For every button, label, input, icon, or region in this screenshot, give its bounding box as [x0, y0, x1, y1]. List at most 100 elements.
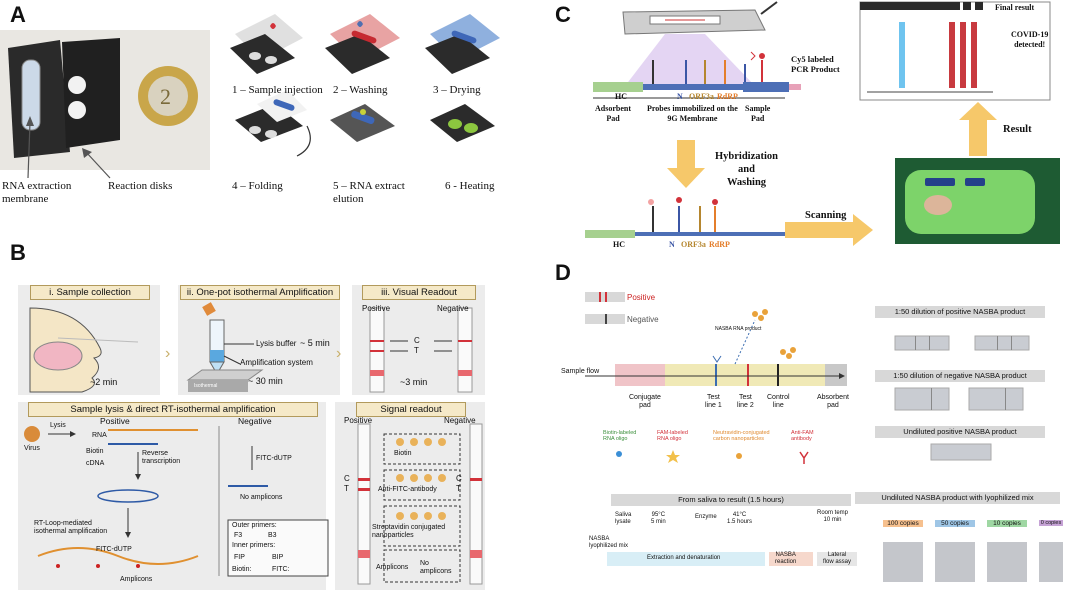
- dilution-negative-header: 1:50 dilution of negative NASBA product: [875, 370, 1045, 382]
- lateral-flow-label: Lateral flow assay: [823, 552, 852, 565]
- time-30min: ~ 30 min: [248, 376, 283, 386]
- readout-t-label: T: [414, 346, 419, 355]
- negative-strip-label: Negative: [627, 315, 659, 324]
- panel-c-diagram: [585, 1, 1060, 246]
- positive-strip-label: Positive: [627, 293, 656, 302]
- sample-flow-label: Sample flow: [561, 368, 600, 375]
- fip-label: FIP: [234, 554, 245, 561]
- hc2-label: HC: [613, 240, 625, 249]
- legend-biotin-label: Biotin-labeled RNA oligo: [603, 430, 637, 442]
- readout-positive-label: Positive: [362, 304, 391, 313]
- temp-41-label: 41°C 1.5 hours: [727, 512, 753, 525]
- signal-biotin-label: Biotin: [394, 450, 412, 457]
- copies-100-label: 100 copies: [883, 520, 923, 527]
- f3-label: F3: [234, 532, 243, 539]
- panel-c: Final result COVID-19 detected! Cy5 labe…: [555, 0, 1065, 250]
- copies-0-label: 0 copies: [1039, 520, 1063, 526]
- rt-loop-label: RT-Loop-mediated isothermal amplificatio…: [34, 520, 108, 535]
- device-photo: 2: [0, 30, 210, 170]
- panel-a: 2 RNA extraction membrane Reaction disks: [0, 0, 540, 230]
- visual-readout-header: iii. Visual Readout: [362, 285, 476, 300]
- label-arrows: [26, 116, 111, 179]
- fitc-dutp2-label: FITC-dUTP: [96, 546, 132, 553]
- bip-label: BIP: [272, 554, 284, 561]
- lysis-header: Sample lysis & direct RT-isothermal ampl…: [28, 402, 318, 417]
- time-2min: ~2 min: [90, 377, 118, 387]
- n2-label: N: [669, 240, 675, 249]
- fitc-key-label: FITC:: [272, 566, 290, 573]
- temp-95-label: 95°C 5 min: [651, 512, 666, 525]
- room-temp-label: Room temp 10 min: [817, 510, 849, 523]
- covid-detected-label: COVID-19 detected!: [1011, 30, 1049, 49]
- signal-no-amplicons-label: No amplicons: [420, 560, 452, 575]
- orf3a-label: ORF3a: [689, 92, 714, 101]
- absorbent-pad-label: Absorbent pad: [817, 394, 849, 409]
- signal-t-left: T: [344, 484, 349, 493]
- signal-header: Signal readout: [356, 402, 466, 417]
- readout-c-label: C: [414, 336, 420, 345]
- signal-positive-label: Positive: [344, 416, 373, 425]
- saliva-lysate-label: Saliva lysate: [615, 512, 632, 525]
- undiluted-mix-header: Undiluted NASBA product with lyophilized…: [855, 492, 1060, 504]
- panel-label-a: A: [10, 2, 26, 27]
- virus-label: Virus: [24, 445, 40, 452]
- time-5min: ~ 5 min: [300, 338, 330, 348]
- rdrp2-label: RdRP: [709, 240, 730, 249]
- step-3-label: 3 – Drying: [433, 84, 481, 96]
- sample-collection-header: i. Sample collection: [30, 285, 150, 300]
- streptavidin-label: Streptavidin conjugated nanoparticles: [372, 524, 446, 539]
- copies-50-label: 50 copies: [935, 520, 975, 527]
- lyophilized-label: NASBA lyophilized mix: [589, 536, 629, 549]
- step-4-label: 4 – Folding: [232, 180, 283, 192]
- disks-label: Reaction disks: [108, 180, 173, 192]
- step-6-label: 6 - Heating: [445, 180, 495, 192]
- no-amplicons-label: No amplicons: [240, 494, 283, 501]
- membrane-label: RNA extraction membrane: [2, 180, 72, 205]
- nasba-product-label: NASBA RNA product: [715, 326, 762, 332]
- scanning-label: Scanning: [805, 210, 847, 221]
- legend-neutravidin-label: Neutravidin-conjugated carbon nanopartic…: [713, 430, 770, 442]
- n-label: N: [677, 92, 683, 101]
- rna-label: RNA: [92, 432, 107, 439]
- panel-label-c: C: [555, 2, 571, 27]
- hc-label: HC: [615, 92, 627, 101]
- bottom-row-illustrations: [24, 423, 483, 585]
- lysis-buffer-label: Lysis buffer: [256, 339, 297, 348]
- svg-text:2: 2: [160, 84, 171, 109]
- legend-antifam-label: Anti-FAM antibody: [791, 430, 814, 442]
- test-line-2-label: Test line 2: [737, 394, 754, 409]
- adsorbent-pad-label: Adsorbent Pad: [595, 104, 632, 123]
- isothermal-block-label: Isothermal: [194, 383, 218, 389]
- test-line-1-label: Test line 1: [705, 394, 722, 409]
- positive-label: Positive: [100, 416, 130, 426]
- signal-negative-label: Negative: [444, 416, 476, 425]
- panel-d: Positive Negative NASBA RNA product Samp…: [555, 280, 1065, 591]
- result-label: Result: [1003, 124, 1032, 135]
- hybridization-label: Hybridization and Washing: [715, 151, 779, 188]
- panel-label-d: D: [555, 260, 571, 285]
- step-5-label: 5 – RNA extract elution: [333, 180, 405, 205]
- amplification-system-label: Amplification system: [240, 358, 313, 367]
- enzyme-label: Enzyme: [695, 514, 717, 520]
- step-1-label: 1 – Sample injection: [232, 84, 323, 96]
- biotin-label: Biotin: [86, 448, 104, 455]
- probes-label: Probes immobilized on the 9G Membrane: [647, 104, 738, 123]
- readout-negative-label: Negative: [437, 304, 469, 313]
- svg-text:›: ›: [165, 345, 170, 362]
- signal-c-left: C: [344, 474, 350, 483]
- sample-pad-label: Sample Pad: [745, 104, 771, 123]
- top-row-illustrations: › ›: [29, 302, 473, 393]
- legend-fam-label: FAM-labeled RNA oligo: [657, 430, 688, 442]
- panel-d-diagram: [585, 292, 1063, 582]
- final-result-label: Final result: [995, 3, 1035, 12]
- svg-text:›: ›: [336, 345, 341, 362]
- anti-fitc-label: Anti-FITC-antibody: [378, 486, 437, 493]
- dilution-positive-header: 1:50 dilution of positive NASBA product: [875, 306, 1045, 318]
- step-2-label: 2 – Washing: [333, 84, 388, 96]
- saliva-header: From saliva to result (1.5 hours): [611, 494, 851, 506]
- amplicons-label: Amplicons: [120, 576, 153, 583]
- signal-c-right: C: [456, 474, 462, 483]
- negative-label: Negative: [238, 416, 272, 426]
- rt-label: Reverse transcription: [142, 450, 181, 465]
- control-line-label: Control line: [767, 394, 790, 409]
